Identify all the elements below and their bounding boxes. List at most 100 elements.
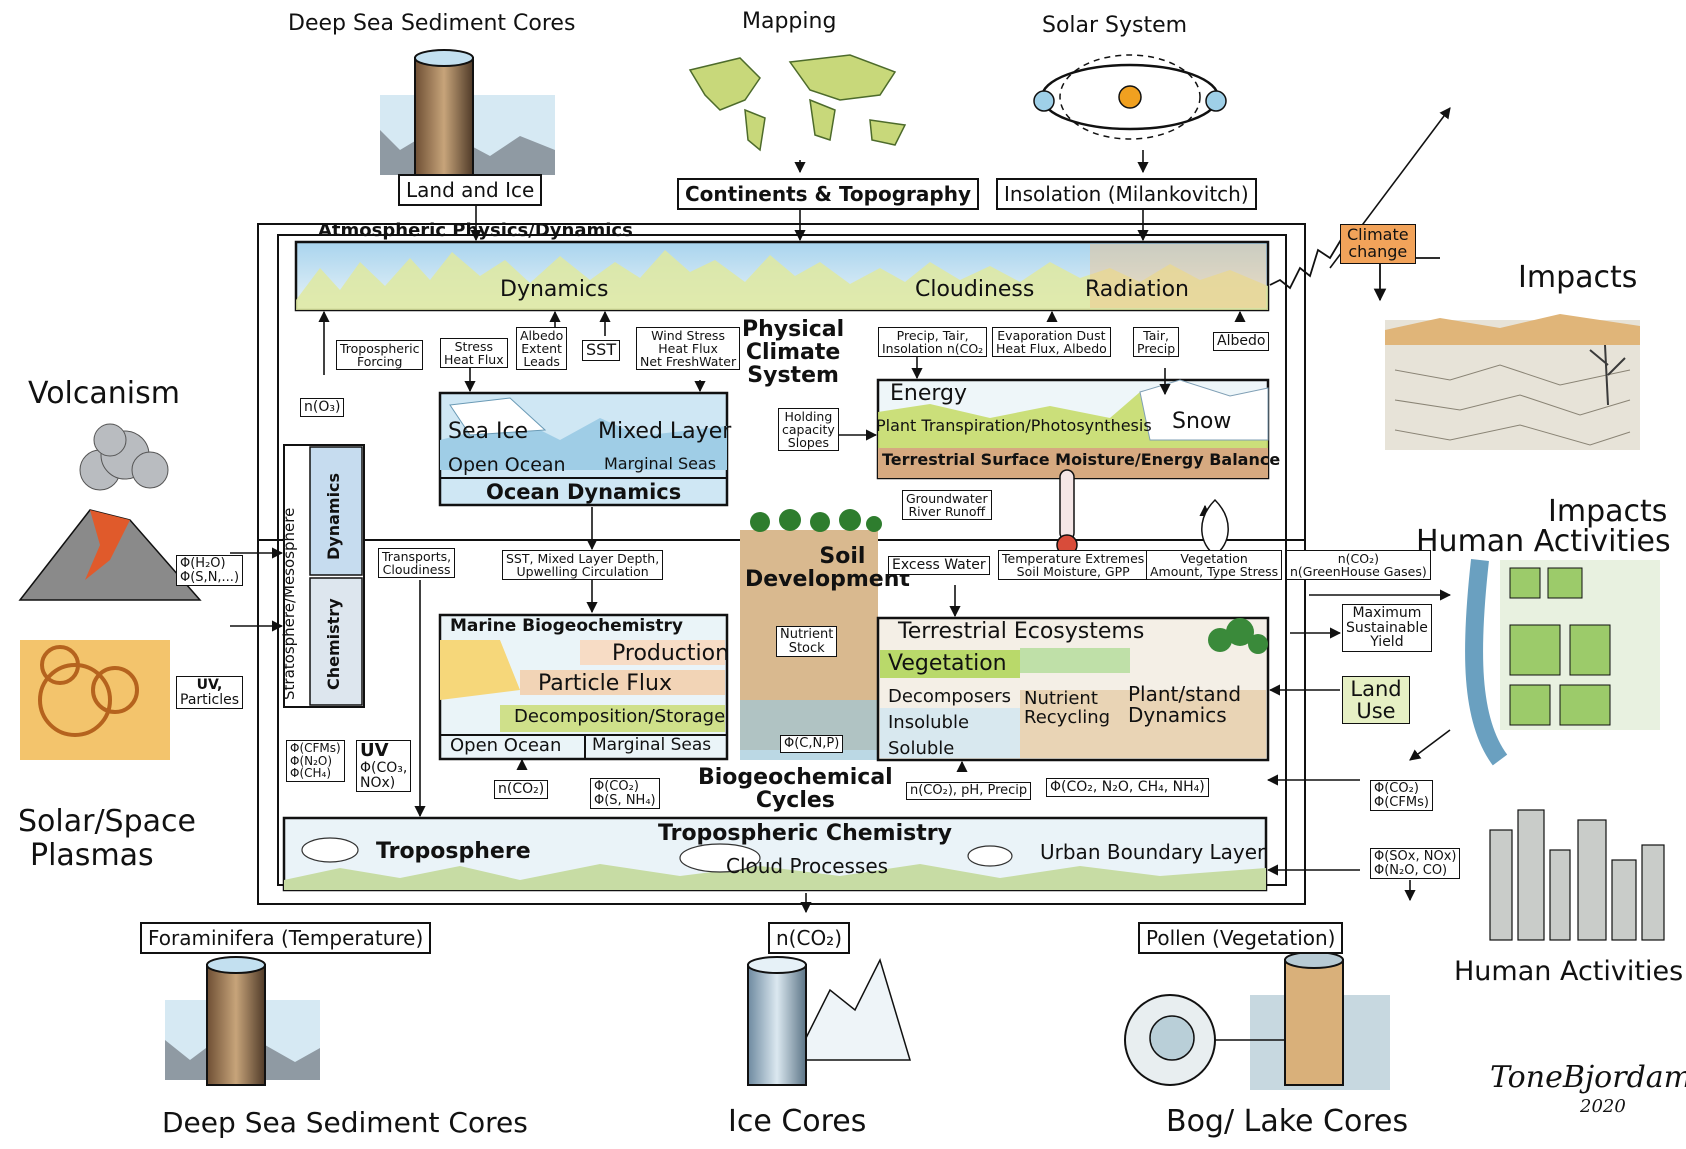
- troposphere-label: Troposphere: [376, 840, 531, 863]
- atmosphere-dynamics: Dynamics: [500, 278, 609, 301]
- albedo-extent-label: AlbedoExtentLeads: [516, 327, 567, 370]
- deep-sea-top-title: Deep Sea Sediment Cores: [288, 12, 575, 35]
- physical-line2: Climate: [742, 341, 844, 364]
- plant-stand-label: Plant/standDynamics: [1128, 684, 1241, 726]
- uv-line2: Particles: [180, 693, 239, 708]
- holding-line3: Slopes: [782, 436, 835, 449]
- phi-sn-line2: Φ(S,N,...): [180, 571, 239, 585]
- nco2-ocean-label: n(CO₂): [494, 780, 548, 799]
- plasmas-title: Plasmas: [30, 840, 154, 872]
- impacts-title: Impacts: [1518, 262, 1637, 294]
- nutrient-line1: Nutrient: [780, 628, 833, 642]
- max-yield-line1: Maximum: [1346, 606, 1428, 621]
- phi-co2-ocean-line1: Φ(CO₂): [594, 780, 656, 794]
- impacts-human-title-1: Impacts: [1548, 496, 1667, 528]
- uv-line1: UV,: [180, 678, 239, 693]
- uv-big-line2: Φ(CO₃,: [360, 761, 407, 776]
- nco2-green-line2: n(GreenHouse Gases): [1290, 565, 1427, 578]
- phi-cfms-line1: Φ(CFMs): [290, 742, 341, 755]
- transports-label: Transports,Cloudiness: [378, 548, 455, 578]
- phi-sox-line1: Φ(SOx, NOx): [1374, 850, 1456, 864]
- tropospheric-chemistry-label: Tropospheric Chemistry: [658, 822, 952, 845]
- groundwater-line2: River Runoff: [906, 505, 988, 518]
- foraminifera-label: Foraminifera (Temperature): [140, 922, 431, 954]
- open-ocean-label: Open Ocean: [448, 456, 566, 476]
- max-yield-line3: Yield: [1346, 635, 1428, 650]
- phi-co2-ocean-line2: Φ(S, NH₄): [594, 794, 656, 808]
- marine-open-ocean: Open Ocean: [450, 737, 561, 756]
- continents-label: Continents & Topography: [677, 178, 979, 210]
- phi-cnp-label: Φ(C,N,P): [780, 735, 843, 753]
- precip-tair-label: Precip, Tair,Insolation n(CO₂: [878, 327, 987, 357]
- solar-system-title: Solar System: [1042, 14, 1187, 37]
- stress-line2: Heat Flux: [444, 353, 504, 366]
- climate-change-box: Climate change: [1340, 224, 1416, 264]
- deep-sea-core-top: [380, 50, 555, 178]
- uv-big-line3: NOx): [360, 776, 407, 791]
- ice-core-drawing: [748, 957, 910, 1085]
- uv-big-line1: UV: [360, 742, 407, 761]
- biogeo-line2: Cycles: [698, 789, 893, 812]
- solar-plasma-drawing: [20, 640, 170, 760]
- deep-sea-core-bottom: [165, 957, 320, 1085]
- particle-flux-label: Particle Flux: [538, 672, 672, 695]
- phi-sox-label: Φ(SOx, NOx)Φ(N₂O, CO): [1370, 848, 1460, 879]
- uv-particles-label: UV,Particles: [176, 676, 243, 709]
- physical-line1: Physical: [742, 318, 844, 341]
- albedo-line3: Leads: [520, 355, 563, 368]
- insolation-label: Insolation (Milankovitch): [996, 178, 1257, 210]
- volcano-drawing: [20, 424, 200, 600]
- pollen-label: Pollen (Vegetation): [1138, 922, 1343, 954]
- vegetation-label: Vegetation: [888, 652, 1007, 675]
- strat-chemistry-label: Chemistry: [326, 598, 343, 690]
- sea-ice-label: Sea Ice: [448, 420, 528, 443]
- precip-line2: Insolation n(CO₂: [882, 342, 983, 355]
- ocean-dynamics-title: Ocean Dynamics: [486, 481, 681, 503]
- decomposers-label: Decomposers: [888, 688, 1011, 707]
- evap-line2: Heat Flux, Albedo: [996, 342, 1107, 355]
- urban-boundary-label: Urban Boundary Layer: [1040, 842, 1265, 863]
- tair-line2: Precip: [1137, 342, 1175, 355]
- evaporation-label: Evaporation DustHeat Flux, Albedo: [992, 327, 1111, 357]
- nutrient-recycling-label: NutrientRecycling: [1024, 690, 1110, 728]
- signature: ToneBjordam: [1490, 1062, 1686, 1094]
- phi-co2-cfms-line2: Φ(CFMs): [1374, 796, 1429, 810]
- ice-cores-title: Ice Cores: [728, 1106, 866, 1138]
- wind-line3: Net FreshWater: [640, 355, 736, 368]
- phi-cfms-label: Φ(CFMs)Φ(N₂O)Φ(CH₄): [286, 740, 345, 782]
- phi-co2-terr-label: Φ(CO₂, N₂O, CH₄, NH₄): [1046, 778, 1209, 797]
- max-yield-line2: Sustainable: [1346, 621, 1428, 636]
- climate-change-line2: change: [1347, 244, 1409, 261]
- plant-stand-line2: Dynamics: [1128, 705, 1241, 726]
- world-map: [690, 55, 905, 150]
- phi-co2-cfms-line1: Φ(CO₂): [1374, 782, 1429, 796]
- impacts-human-title-2: Human Activities: [1416, 526, 1671, 558]
- cloud-processes-label: Cloud Processes: [726, 856, 888, 877]
- transports-line2: Cloudiness: [382, 563, 451, 576]
- phi-cfms-line3: Φ(CH₄): [290, 767, 341, 780]
- energy-label: Energy: [890, 382, 967, 405]
- nutrient-line2: Stock: [780, 642, 833, 656]
- bog-lake-title: Bog/ Lake Cores: [1166, 1106, 1408, 1138]
- snow-label: Snow: [1172, 410, 1231, 433]
- mixed-layer-label: Mixed Layer: [598, 420, 731, 443]
- nco2-ph-label: n(CO₂), pH, Precip: [906, 782, 1031, 800]
- signature-year: 2020: [1580, 1098, 1626, 1117]
- phi-co2-ocean-label: Φ(CO₂)Φ(S, NH₄): [590, 778, 660, 809]
- solar-system-drawing: [1034, 55, 1226, 139]
- albedo-right-label: Albedo: [1213, 332, 1269, 351]
- biogeo-line1: Biogeochemical: [698, 766, 893, 789]
- human-activities-title: Human Activities: [1454, 958, 1683, 986]
- nco2-bottom-label: n(CO₂): [768, 922, 850, 954]
- physical-line3: System: [742, 364, 844, 387]
- decomposition-label: Decomposition/Storage: [514, 708, 725, 727]
- marine-title: Marine Biogeochemistry: [450, 618, 683, 636]
